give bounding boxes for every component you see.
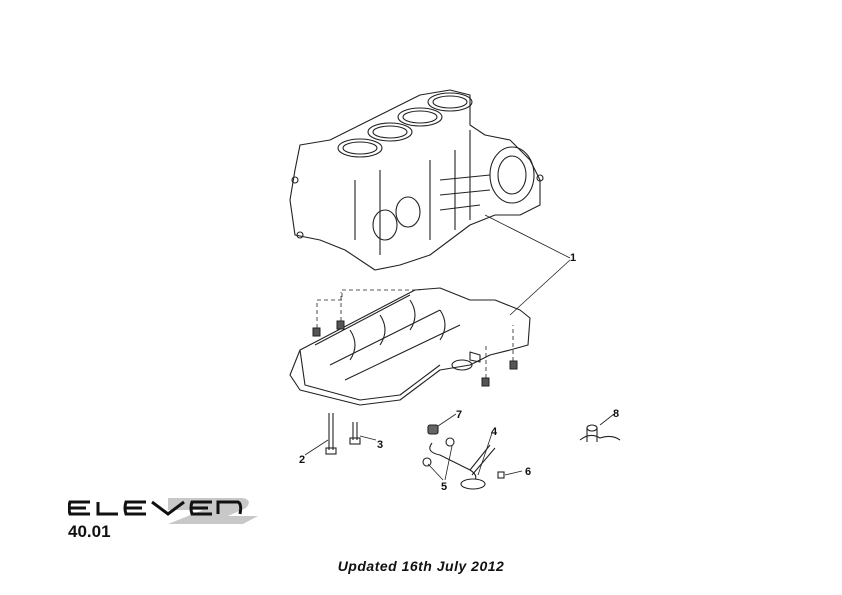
callout-8: 8 — [613, 408, 619, 420]
small-parts — [325, 413, 621, 490]
callout-3: 3 — [377, 439, 383, 451]
page-number: 40.01 — [68, 522, 111, 541]
leader-lines — [304, 214, 615, 481]
dowel-sleeves — [312, 289, 518, 387]
callout-7: 7 — [456, 409, 462, 421]
callout-6: 6 — [525, 466, 531, 478]
eleven-logo — [68, 498, 258, 524]
callout-5: 5 — [441, 481, 447, 493]
callout-2: 2 — [299, 454, 305, 466]
updated-date: Updated 16th July 2012 — [337, 558, 505, 574]
engine-block — [289, 89, 544, 271]
callout-4: 4 — [491, 426, 498, 438]
lower-crankcase — [289, 287, 531, 406]
callout-1: 1 — [570, 252, 576, 264]
